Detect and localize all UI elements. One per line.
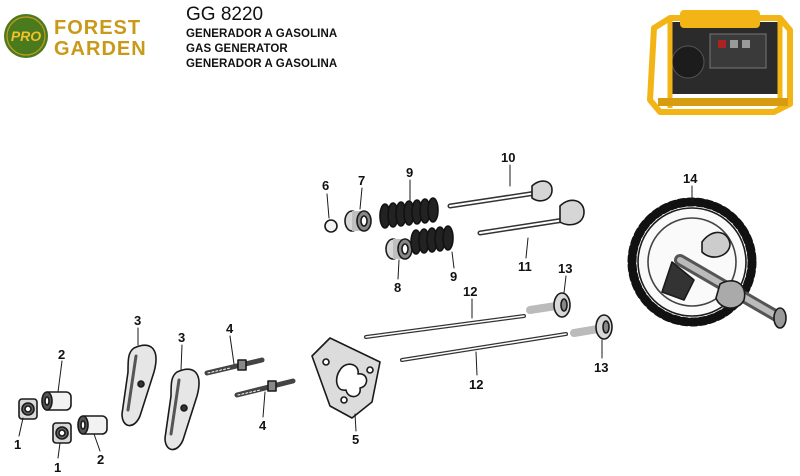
callout-12-b: 12 (469, 377, 483, 392)
page-header: PRO FOREST GARDEN GG 8220 GENERADOR A GA… (0, 0, 800, 80)
callout-4-b: 4 (259, 418, 267, 433)
leader-lines (18, 164, 693, 459)
callout-9-b: 9 (450, 269, 457, 284)
part-13-tappet-a (526, 292, 571, 318)
logo-line2: GARDEN (54, 38, 147, 60)
model-number: GG 8220 (186, 4, 264, 25)
logo-line1: FOREST (54, 17, 141, 39)
generator-photo (647, 10, 793, 115)
description-line-2: GAS GENERATOR (186, 43, 288, 55)
part-13-tappet-b (570, 314, 613, 340)
callout-7: 7 (358, 173, 365, 188)
part-3-rocker-arm-b (164, 368, 200, 451)
part-10-valve (447, 180, 553, 209)
callout-2-b: 2 (97, 452, 104, 467)
part-11-valve (477, 199, 585, 236)
callout-13-b: 13 (594, 360, 608, 375)
part-9-valve-spring-a (379, 197, 439, 229)
callout-12-a: 12 (463, 284, 477, 299)
callout-1-a: 1 (14, 437, 21, 452)
callout-3-a: 3 (134, 313, 141, 328)
part-1-nut-a (18, 398, 38, 420)
callout-numbers: 1 1 2 2 3 3 4 4 5 6 7 8 9 9 10 11 12 12 … (14, 150, 698, 475)
callout-13-a: 13 (558, 261, 572, 276)
part-12-push-rod-b (400, 332, 568, 362)
part-8-valve-cap (385, 238, 413, 260)
part-3-rocker-arm-a (121, 344, 157, 427)
callout-4-a: 4 (226, 321, 234, 336)
part-14-camshaft-gear (627, 197, 787, 329)
brand-logo: PRO FOREST GARDEN (4, 14, 147, 60)
callout-5: 5 (352, 432, 359, 447)
part-7-valve-cap (344, 210, 372, 232)
callout-11: 11 (518, 259, 532, 274)
part-12-push-rod-a (364, 314, 526, 339)
callout-9-a: 9 (406, 165, 413, 180)
callout-3-b: 3 (178, 330, 185, 345)
part-5-guide-plate (311, 337, 381, 419)
description-line-1: GENERADOR A GASOLINA (186, 28, 338, 40)
description-line-3: GENERADOR A GASOLINA (186, 58, 338, 70)
part-4-stud-a (204, 357, 265, 376)
callout-6: 6 (322, 178, 329, 193)
part-9-valve-spring-b (410, 225, 454, 255)
callout-2-a: 2 (58, 347, 65, 362)
callout-1-b: 1 (54, 460, 61, 475)
part-2-spacer-b (77, 415, 108, 435)
part-6-valve-keeper (324, 219, 338, 233)
callout-14: 14 (683, 171, 698, 186)
callout-10: 10 (501, 150, 515, 165)
part-1-nut-b (52, 422, 72, 444)
part-2-spacer-a (41, 391, 72, 411)
callout-8: 8 (394, 280, 401, 295)
logo-badge-text: PRO (11, 28, 41, 44)
part-4-stud-b (234, 378, 296, 398)
